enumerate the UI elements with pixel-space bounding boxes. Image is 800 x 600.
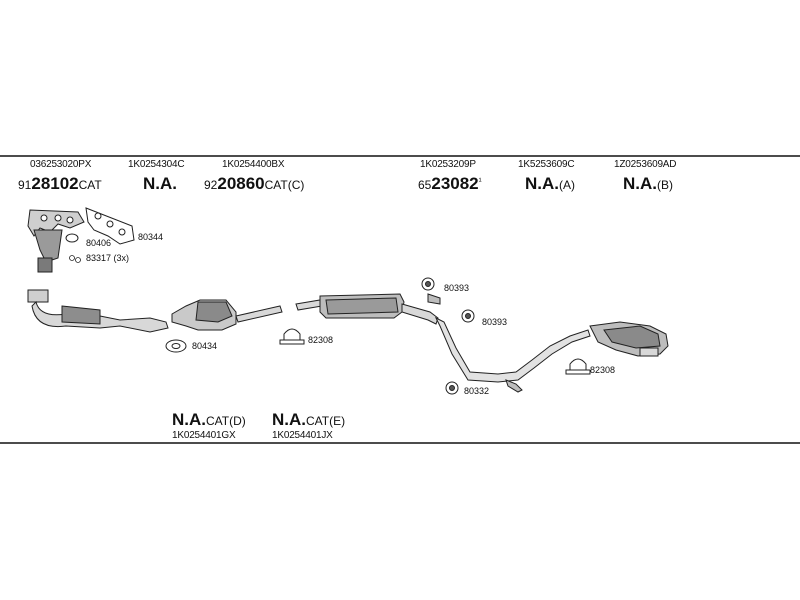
rear-silencer-part	[589, 321, 669, 357]
part-number: 1K0254401JX	[272, 430, 333, 441]
code-main: N.A.	[172, 410, 206, 429]
part-number: 036253020PX	[30, 159, 92, 170]
hanger-80393-mid-part	[461, 309, 475, 323]
small-gasket-part	[65, 233, 79, 243]
code-main: N.A.	[272, 410, 306, 429]
clamp-82308-left-part	[279, 328, 305, 345]
nuts-part	[69, 255, 81, 263]
catalytic-converter-part	[171, 299, 283, 331]
code-prefix: 92	[204, 178, 218, 192]
part-code: N.A.CAT(D)	[172, 410, 246, 430]
code-suffix: CAT(C)	[264, 178, 305, 192]
code-suffix: (B)	[657, 178, 673, 192]
part-code: N.A.CAT(E)	[272, 410, 345, 430]
code-suffix: CAT(D)	[206, 414, 246, 428]
code-suffix: ¹	[478, 176, 482, 186]
code-suffix: (A)	[559, 178, 575, 192]
callout-82308: 82308	[590, 365, 616, 375]
code-main: N.A.	[143, 174, 177, 193]
callout-83317: 83317 (3x)	[86, 253, 130, 263]
part-number: 1K0254400BX	[222, 159, 285, 170]
code-suffix: CAT	[78, 178, 102, 192]
part-number: 1K5253609C	[518, 159, 575, 170]
callout-82308: 82308	[308, 335, 334, 345]
code-main: 20860	[217, 174, 265, 193]
part-code: 6523082¹	[418, 174, 482, 194]
part-number: 1K0254401GX	[172, 430, 236, 441]
code-main: N.A.	[623, 174, 657, 193]
manifold-gasket-part	[85, 207, 135, 245]
callout-80393: 80393	[444, 283, 470, 293]
code-main: N.A.	[525, 174, 559, 193]
part-code: N.A.	[143, 174, 177, 194]
part-code: 9128102CAT	[18, 174, 102, 194]
callout-80344: 80344	[138, 232, 164, 242]
callout-80393: 80393	[482, 317, 508, 327]
callout-80332: 80332	[464, 386, 490, 396]
code-main: 23082	[431, 174, 479, 193]
code-prefix: 65	[418, 178, 432, 192]
front-pipe-part	[27, 289, 169, 333]
code-main: 28102	[31, 174, 79, 193]
part-number: 1Z0253609AD	[614, 159, 677, 170]
code-suffix: CAT(E)	[306, 414, 346, 428]
clamp-82308-right-part	[565, 358, 591, 375]
part-number: 1K0253209P	[420, 159, 476, 170]
hanger-80393-top-part	[421, 277, 435, 291]
part-number: 1K0254304C	[128, 159, 185, 170]
exhaust-manifold-part	[27, 209, 85, 273]
hanger-80332-part	[445, 381, 459, 395]
callout-80406: 80406	[86, 238, 112, 248]
part-code: 9220860CAT(C)	[204, 174, 304, 194]
part-code: N.A.(A)	[525, 174, 575, 194]
callout-80434: 80434	[192, 341, 218, 351]
intermediate-pipe-part	[427, 293, 591, 393]
part-code: N.A.(B)	[623, 174, 673, 194]
middle-silencer-part	[295, 293, 439, 325]
gasket-80434-part	[165, 339, 187, 353]
code-prefix: 91	[18, 178, 32, 192]
